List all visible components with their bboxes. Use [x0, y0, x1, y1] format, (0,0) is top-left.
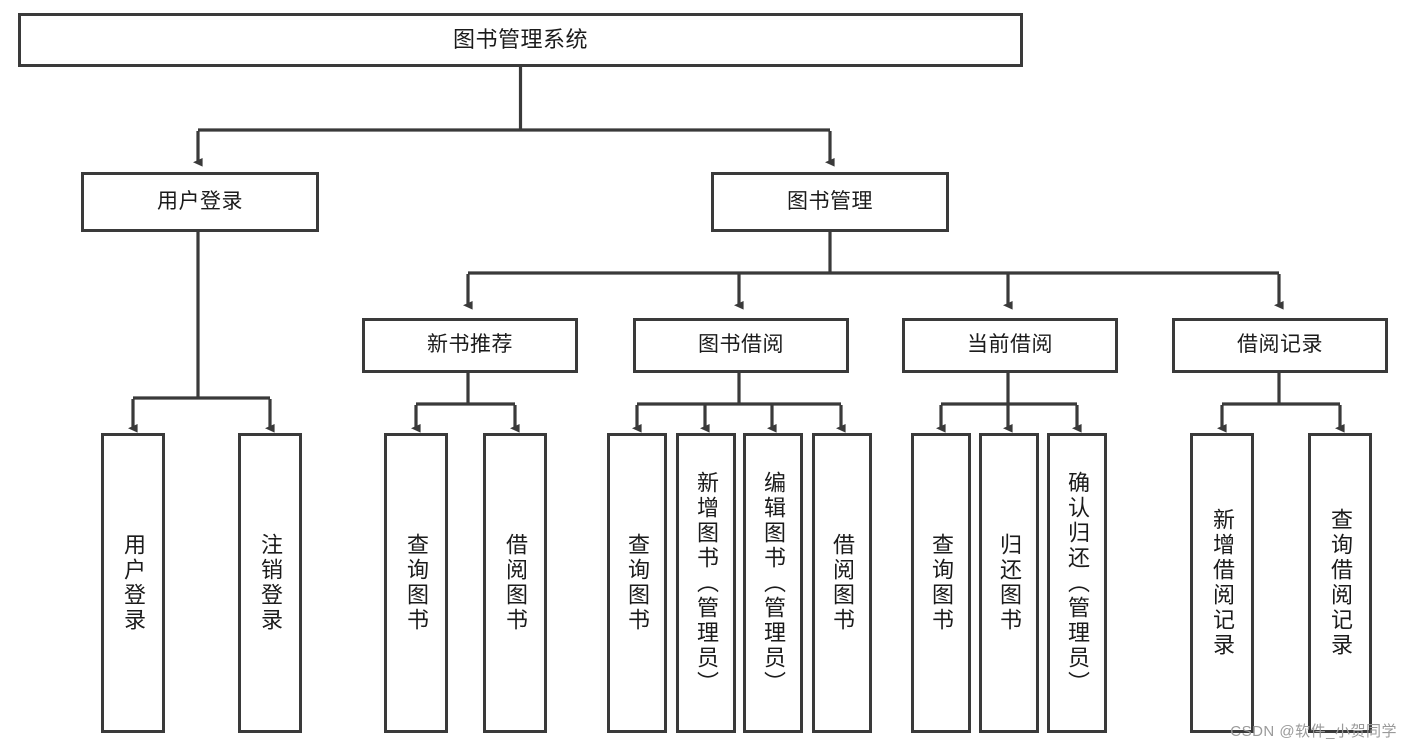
- node-label: 查询图书: [404, 533, 429, 633]
- leaf-borrow-book[interactable]: 借阅图书: [812, 433, 872, 733]
- node-label: 查询图书: [625, 533, 650, 633]
- leaf-query-book-borrow[interactable]: 查询图书: [607, 433, 667, 733]
- node-label: 新书推荐: [427, 333, 513, 357]
- leaf-add-borrow-record[interactable]: 新增借阅记录: [1190, 433, 1254, 733]
- node-label: 归还图书: [997, 533, 1022, 633]
- leaf-query-book-recommend[interactable]: 查询图书: [384, 433, 448, 733]
- node-label: 借阅图书: [503, 533, 528, 633]
- node-label: 编辑图书（管理员）: [761, 470, 786, 696]
- node-label: 借阅记录: [1237, 333, 1323, 357]
- leaf-query-borrow-record[interactable]: 查询借阅记录: [1308, 433, 1372, 733]
- node-label: 图书借阅: [698, 333, 784, 357]
- node-root-system[interactable]: 图书管理系统: [18, 13, 1023, 67]
- node-label: 注销登录: [258, 533, 283, 633]
- node-label: 用户登录: [157, 189, 243, 213]
- leaf-edit-book-admin[interactable]: 编辑图书（管理员）: [743, 433, 803, 733]
- leaf-confirm-return-admin[interactable]: 确认归还（管理员）: [1047, 433, 1107, 733]
- leaf-add-book-admin[interactable]: 新增图书（管理员）: [676, 433, 736, 733]
- csdn-watermark: CSDN @软件_小贺同学: [1230, 723, 1397, 740]
- leaf-return-book[interactable]: 归还图书: [979, 433, 1039, 733]
- leaf-borrow-book-recommend[interactable]: 借阅图书: [483, 433, 547, 733]
- node-borrow-record[interactable]: 借阅记录: [1172, 318, 1388, 373]
- node-user-login[interactable]: 用户登录: [81, 172, 319, 232]
- node-book-management[interactable]: 图书管理: [711, 172, 949, 232]
- node-label: 借阅图书: [830, 533, 855, 633]
- node-label: 当前借阅: [967, 333, 1053, 357]
- node-label: 用户登录: [121, 533, 146, 633]
- node-label: 新增图书（管理员）: [694, 470, 719, 696]
- node-new-book-recommend[interactable]: 新书推荐: [362, 318, 578, 373]
- node-label: 新增借阅记录: [1210, 508, 1235, 658]
- leaf-user-login[interactable]: 用户登录: [101, 433, 165, 733]
- node-label: 图书管理系统: [452, 27, 588, 53]
- node-current-borrow[interactable]: 当前借阅: [902, 318, 1118, 373]
- node-label: 确认归还（管理员）: [1065, 470, 1090, 696]
- leaf-logout-login[interactable]: 注销登录: [238, 433, 302, 733]
- node-label: 查询图书: [929, 533, 954, 633]
- leaf-query-book-current[interactable]: 查询图书: [911, 433, 971, 733]
- node-book-borrow[interactable]: 图书借阅: [633, 318, 849, 373]
- node-label: 查询借阅记录: [1328, 508, 1353, 658]
- node-label: 图书管理: [787, 189, 873, 213]
